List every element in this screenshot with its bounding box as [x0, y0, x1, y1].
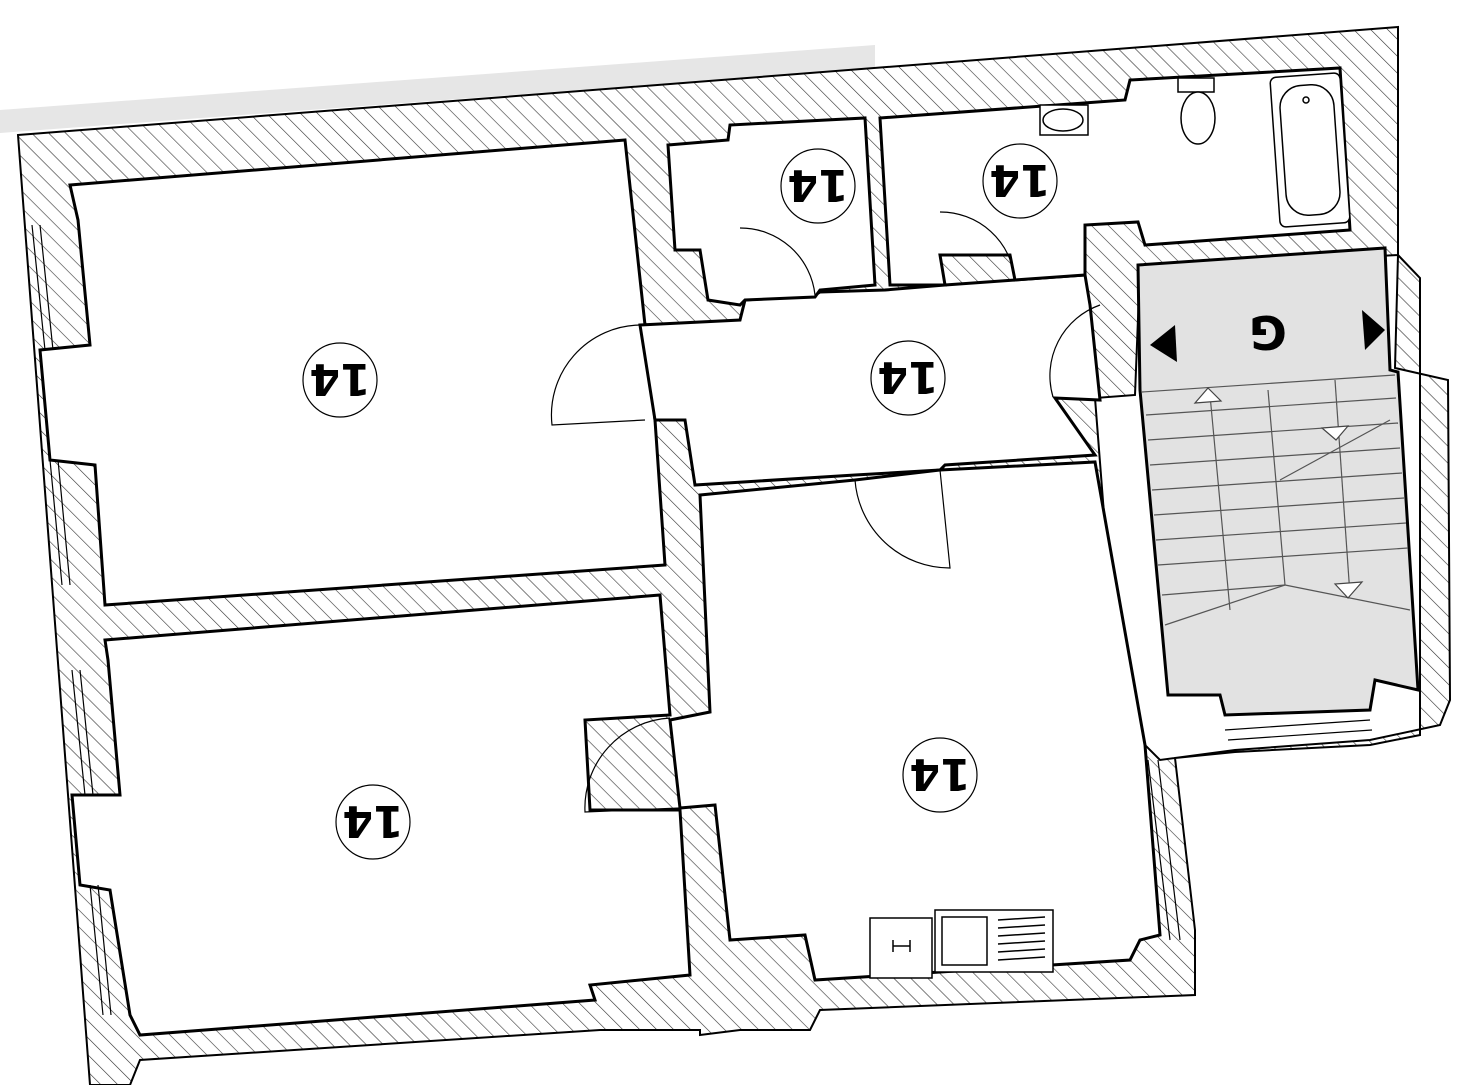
- room-label-top-left: 14: [302, 342, 378, 418]
- sink: [1039, 104, 1089, 136]
- room-label-bottom-left: 14: [335, 784, 411, 860]
- room-bathroom: [878, 66, 1352, 287]
- stair-arrows: [1193, 387, 1364, 599]
- room-kitchen: [668, 460, 1162, 982]
- door-swings: [550, 211, 1101, 813]
- room-label-text: 14: [309, 353, 370, 404]
- room-label-wc: 14: [780, 148, 856, 224]
- stair-left-arrow: [1150, 325, 1177, 362]
- toilet: [1177, 77, 1216, 145]
- bathtub: [1269, 72, 1351, 228]
- room-label-text: 14: [989, 154, 1050, 205]
- room-label-text: 14: [342, 795, 403, 846]
- room-label-text: 14: [877, 351, 938, 402]
- windows: [31, 224, 1373, 1016]
- room-label-kitchen: 14: [902, 737, 978, 813]
- room-label-bathroom: 14: [982, 143, 1058, 219]
- stair-treads: [1141, 374, 1411, 626]
- room-label-text: 14: [909, 748, 970, 799]
- top-strip: [0, 45, 875, 133]
- room-label-hall: 14: [870, 340, 946, 416]
- kitchen-counter: [869, 909, 1054, 979]
- room-label-text: 14: [787, 159, 848, 210]
- stair-right-arrow: [1362, 310, 1385, 350]
- stair-symbol: G: [1249, 305, 1287, 359]
